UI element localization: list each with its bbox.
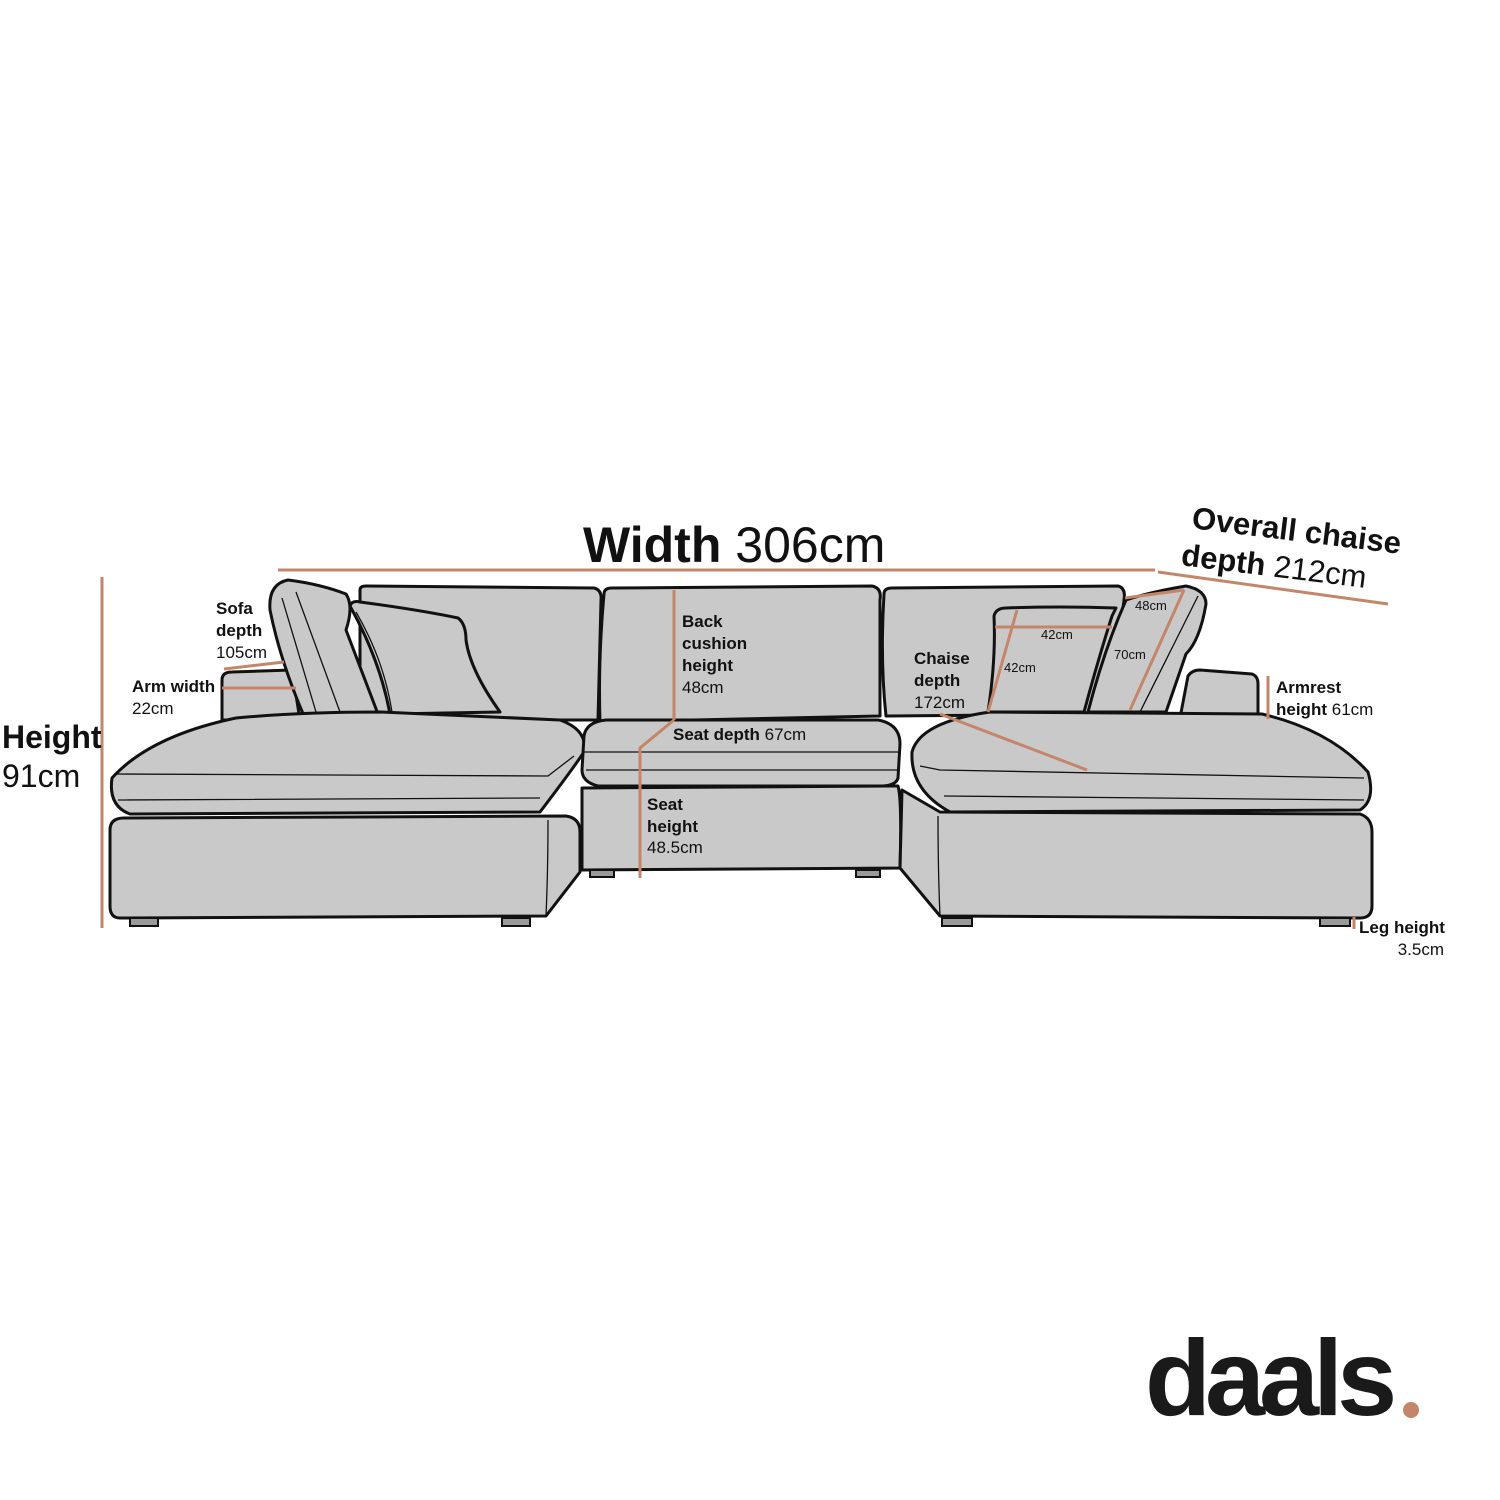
sofa-depth-line [223,660,285,671]
chaise-base-left [108,814,582,920]
sofa-depth-value: 105cm [216,643,267,662]
seat-base-middle [580,784,903,872]
arm-width-label: Arm width [132,677,215,696]
arm-left [220,668,302,722]
seat-height-label-2: height [647,817,698,836]
arm-right [1178,668,1260,722]
leg-height-label: Leg height [1359,918,1445,937]
sofa-illustration [108,578,1374,927]
chaise-overall-label: Overall chaise depth 212cm [1180,500,1404,594]
sofa-depth-label-2: depth [216,621,262,640]
seat-depth-label: Seat depth 67cm [673,725,806,744]
chaise-base-right [898,788,1374,920]
daals-logo: daals [1145,1317,1419,1438]
back-cushion-height-value: 48cm [682,678,724,697]
dimension-labels: Width 306cm Overall chaise depth 212cm H… [2,500,1445,959]
sofa-depth-label: Sofa [216,599,253,618]
logo-text: daals [1145,1317,1393,1438]
back-cushion-center [598,584,882,724]
back-pillow-length-line [1128,589,1186,711]
arm-width-value: 22cm [132,699,174,718]
leg-height-value: 3.5cm [1398,940,1444,959]
side-cushion-right [1086,584,1208,714]
chaise-depth-value: 172cm [914,693,965,712]
back-cushion-height-label: Back [682,612,723,631]
pillow-height-line [986,609,1019,713]
chaise-seat-cushion-left [109,710,586,816]
back-cushion-height-label-3: height [682,656,733,675]
back-pillow-length-label: 70cm [1114,647,1146,662]
height-label: Height [2,719,102,755]
pillow-width-label: 42cm [1041,627,1073,642]
seat-height-label: Seat [647,795,683,814]
width-label: Width 306cm [583,517,885,573]
chaise-depth-line [939,712,1088,772]
seat-height-value: 48.5cm [647,838,703,857]
armrest-height-value: height 61cm [1276,700,1373,719]
logo-dot [1403,1402,1419,1418]
back-pillow-top-label: 48cm [1135,598,1167,613]
seat-depth-line [638,718,675,878]
chaise-overall-line [1157,570,1389,606]
throw-pillow-left [348,600,502,716]
armrest-height-label: Armrest [1276,678,1342,697]
back-cushion-height-label-2: cushion [682,634,747,653]
chaise-seat-cushion-right [910,710,1373,814]
back-pillow-top-line [1124,588,1185,600]
dimension-lines [100,568,1389,929]
pillow-height-label: 42cm [1004,660,1036,675]
height-value: 91cm [2,758,80,794]
chaise-depth-label-2: depth [914,671,960,690]
chaise-depth-label: Chaise [914,649,970,668]
throw-pillow-right [986,605,1118,714]
